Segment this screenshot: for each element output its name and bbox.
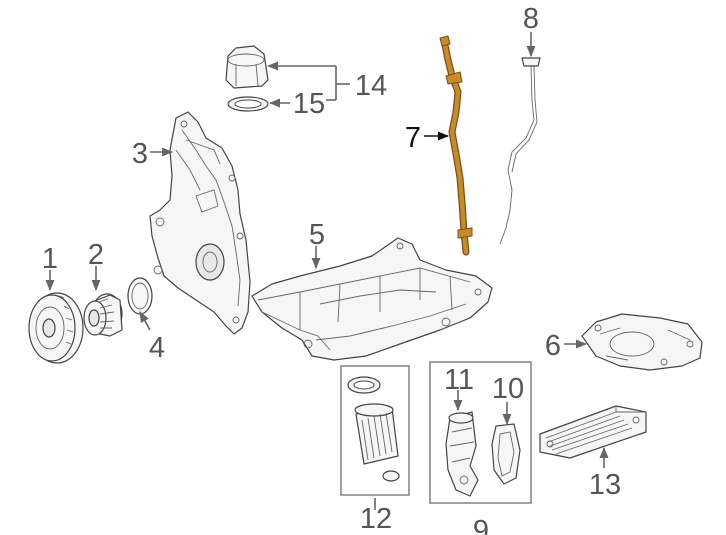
callout-labels: 1 2 3 4 5 6 7 8 9 10 11 12 13 14 15 xyxy=(42,3,621,535)
part-1-crank-pulley xyxy=(28,292,84,364)
part-8-dipstick xyxy=(499,57,541,245)
part-14-cap xyxy=(225,45,269,89)
part-3-timing-cover xyxy=(149,111,251,335)
part-15-o-ring xyxy=(227,96,269,112)
callout-2: 2 xyxy=(88,239,104,271)
callout-8: 8 xyxy=(523,3,539,35)
leader-lines xyxy=(45,32,609,510)
group-box-12 xyxy=(340,365,410,496)
part-5-oil-pan xyxy=(251,237,493,361)
callout-10: 10 xyxy=(492,373,524,405)
callout-12: 12 xyxy=(360,503,392,535)
group-box-9 xyxy=(429,361,532,504)
part-10-housing-gasket xyxy=(491,423,521,485)
part-13-oil-cooler xyxy=(539,405,647,459)
callout-14: 14 xyxy=(355,70,387,102)
part-11-filter-housing xyxy=(445,411,479,497)
callout-4: 4 xyxy=(149,332,165,364)
part-6-cover-plate xyxy=(581,313,703,371)
callout-7: 7 xyxy=(405,122,421,154)
callout-1: 1 xyxy=(42,243,58,275)
callout-6: 6 xyxy=(545,330,561,362)
part-2-damper-hub xyxy=(83,293,123,337)
callout-9: 9 xyxy=(473,515,489,535)
part-4-seal xyxy=(127,277,153,315)
callout-13: 13 xyxy=(589,469,621,501)
callout-5: 5 xyxy=(309,219,325,251)
callout-11: 11 xyxy=(444,364,474,396)
callout-15: 15 xyxy=(293,88,325,120)
part-7-dipstick-tube xyxy=(439,35,473,256)
callout-3: 3 xyxy=(132,138,148,170)
part-12-oil-filter xyxy=(347,376,400,482)
